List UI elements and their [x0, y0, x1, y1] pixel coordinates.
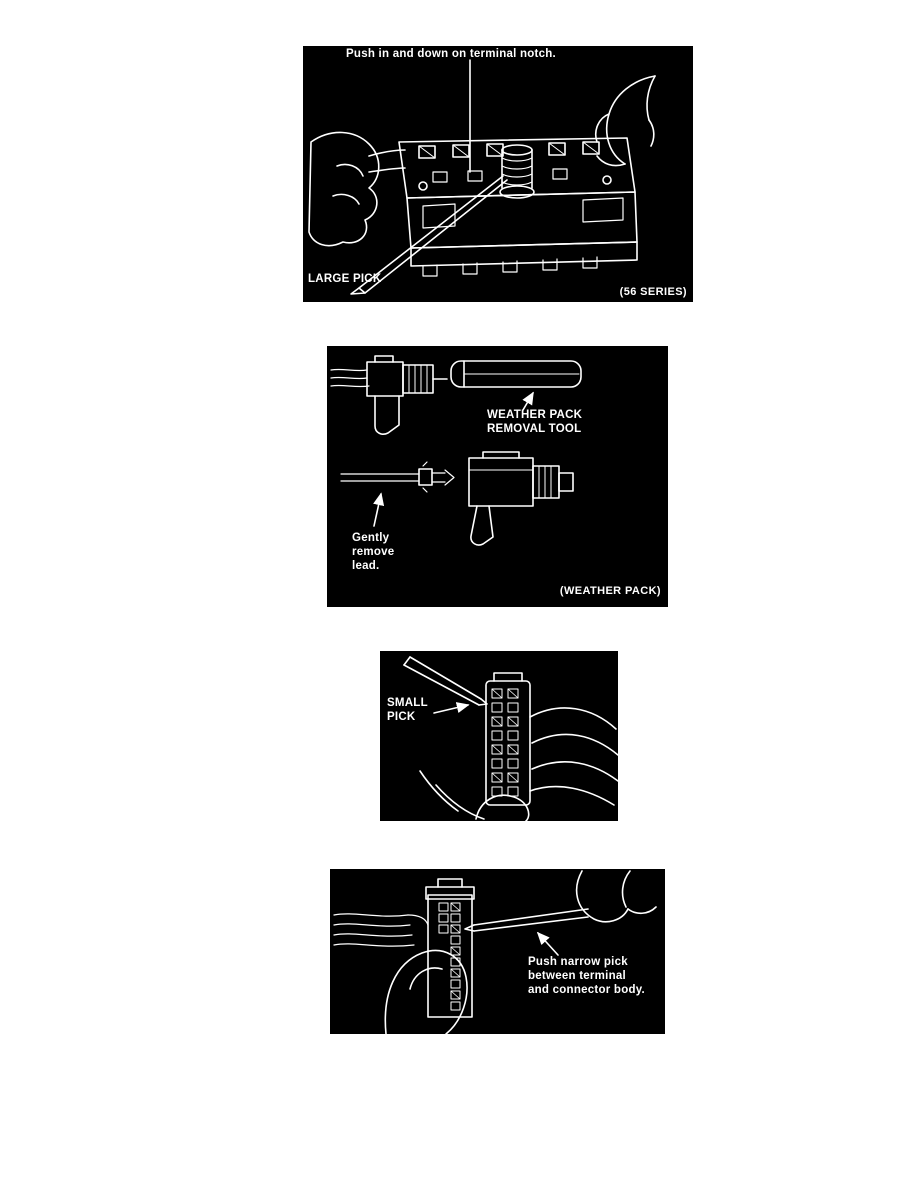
removal-tool	[450, 360, 582, 388]
illustration-56-series-connector	[308, 59, 656, 295]
illustration-small-pick	[403, 656, 618, 821]
thumb	[384, 949, 468, 1034]
holding-hand	[419, 707, 618, 821]
tool-arrow	[522, 391, 534, 411]
figure-narrow-pick: Push narrow pick between terminal and co…	[330, 869, 665, 1034]
wires	[333, 913, 429, 947]
small-pick-arrow	[433, 702, 470, 714]
connector-block	[398, 137, 638, 277]
illustration-weather-pack	[330, 355, 582, 546]
connector-body	[468, 451, 574, 546]
figure-56-series: Push in and down on terminal notch. LARG…	[303, 46, 693, 302]
left-hand	[308, 131, 380, 247]
removed-lead	[340, 461, 455, 493]
right-hand	[594, 75, 656, 167]
narrow-pick-tool	[464, 908, 589, 932]
label-weather-pack-removal-tool: WEATHER PACK REMOVAL TOOL	[487, 409, 583, 436]
label-small-pick: SMALL PICK	[387, 697, 428, 724]
figure-small-pick: SMALL PICK	[380, 651, 618, 821]
weather-pack-connector	[330, 355, 448, 435]
large-pick	[350, 175, 508, 295]
narrow-pick-arrow	[536, 931, 559, 956]
caption-push-terminal-notch: Push in and down on terminal notch.	[346, 48, 556, 60]
label-gently-remove-lead: Gently remove lead.	[352, 532, 395, 573]
label-56-series-tag: (56 SERIES)	[619, 286, 687, 298]
figure-weather-pack: WEATHER PACK REMOVAL TOOL Gently remove …	[327, 346, 668, 607]
connector-body	[425, 878, 475, 1018]
pick-hand	[575, 870, 657, 923]
label-large-pick: LARGE PICK	[308, 273, 382, 285]
illustration-narrow-pick	[333, 870, 657, 1034]
gently-arrow	[373, 492, 385, 527]
label-weather-pack-tag: (WEATHER PACK)	[559, 585, 661, 597]
caption-push-narrow-pick: Push narrow pick between terminal and co…	[528, 956, 645, 997]
multi-pin-connector	[485, 672, 531, 806]
small-pick-tool	[403, 656, 488, 706]
